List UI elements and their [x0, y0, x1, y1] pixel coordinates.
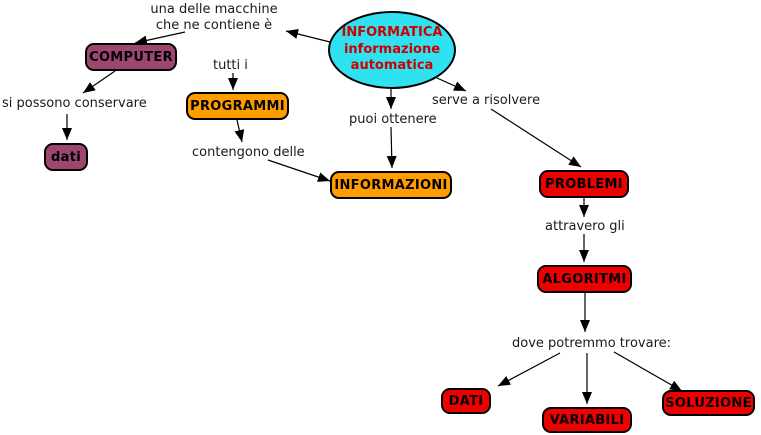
arrow-informatica-to-serve-label — [436, 77, 467, 92]
phrase-una-delle-macchine-line1: una delle macchine — [150, 2, 278, 17]
arrow-dove-label-to-dati — [497, 352, 561, 387]
node-informatica[interactable]: INFORMATICA informazione automatica — [328, 11, 456, 89]
phrase-dove-potremmo-trovare: dove potremmo trovare: — [512, 336, 672, 351]
node-informazioni[interactable]: INFORMAZIONI — [330, 171, 452, 199]
phrase-una-delle-macchine-line2: che ne contiene è — [155, 18, 273, 33]
node-programmi[interactable]: PROGRAMMI — [186, 92, 289, 120]
arrow-puoi-label-to-informazioni — [386, 126, 397, 169]
phrase-tutti-i: tutti i — [213, 58, 248, 73]
informatica-subtitle-2: automatica — [350, 58, 434, 74]
informatica-subtitle-1: informazione — [343, 41, 441, 57]
arrow-dove-label-to-soluzione — [613, 351, 683, 392]
arrow-machine-label-to-computer — [134, 31, 186, 46]
phrase-serve-a-risolvere: serve a risolvere — [432, 93, 541, 108]
arrow-computer-to-conservare-label — [82, 70, 116, 94]
arrow-programmi-to-contengono-label — [234, 119, 245, 143]
arrow-contengono-label-to-informazioni — [267, 159, 331, 182]
node-problemi[interactable]: PROBLEMI — [539, 170, 629, 198]
node-soluzione[interactable]: SOLUZIONE — [662, 390, 755, 416]
phrase-attravero-gli: attravero gli — [545, 219, 625, 234]
arrow-informatica-to-machine-label — [285, 29, 331, 43]
node-algoritmi[interactable]: ALGORITMI — [537, 265, 632, 293]
phrase-puoi-ottenere: puoi ottenere — [349, 112, 437, 127]
phrase-contengono-delle: contengono delle — [192, 145, 305, 160]
node-dati[interactable]: DATI — [441, 388, 491, 414]
node-dati-small[interactable]: dati — [44, 143, 88, 171]
phrase-una-delle-macchine: una delle macchine che ne contiene è — [146, 2, 282, 34]
node-computer[interactable]: COMPUTER — [85, 43, 177, 71]
informatica-title: INFORMATICA — [341, 24, 443, 40]
node-variabili[interactable]: VARIABILI — [542, 407, 632, 433]
arrow-serve-label-to-problemi — [490, 108, 582, 168]
phrase-si-possono-conservare: si possono conservare — [2, 96, 147, 111]
